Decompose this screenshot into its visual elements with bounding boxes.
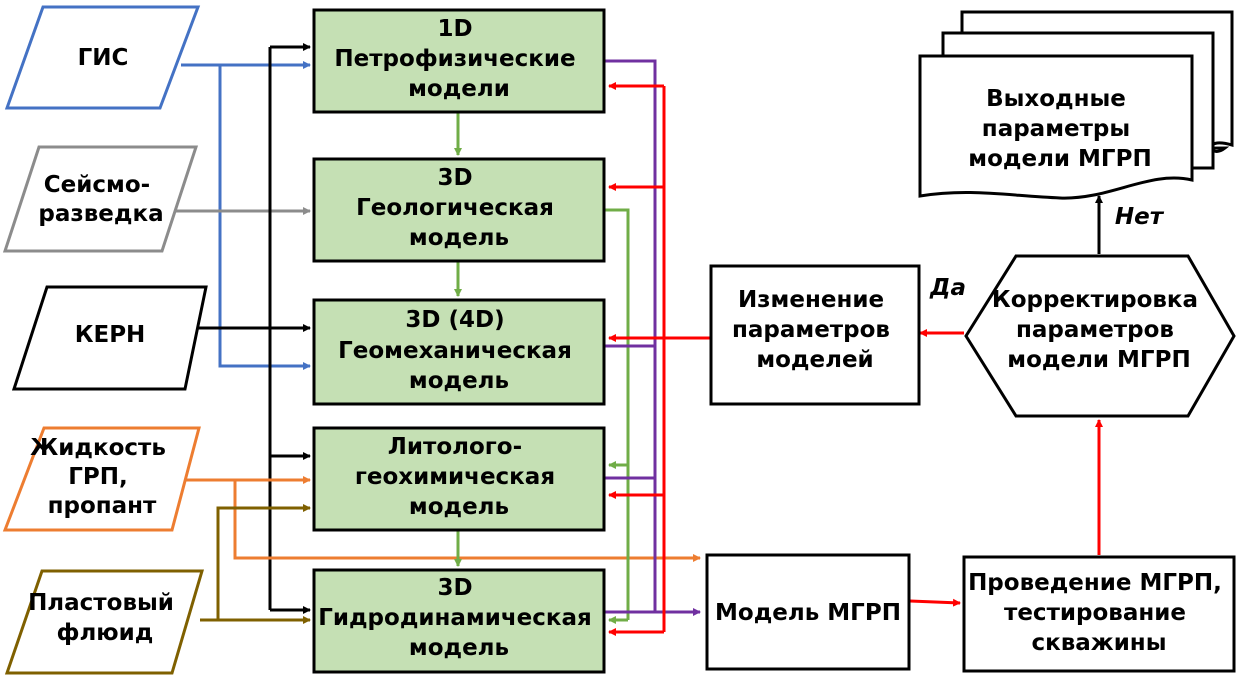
input-frac-fluid-shape <box>2 426 201 532</box>
process-correction-line-2: параметров <box>1016 317 1174 343</box>
geo-green-bus <box>604 208 630 620</box>
resfluid-to-litho-arrow <box>216 504 311 620</box>
process-correction-hexagon <box>964 254 1236 418</box>
input-frac-fluid-line-3: пропант <box>48 493 157 519</box>
edge-label-yes: Да <box>929 275 966 301</box>
connectors <box>164 43 1103 636</box>
input-seismic-line-1: Сейсмо- <box>44 172 150 198</box>
model-hydrodynamic-box <box>312 568 606 674</box>
model-hydrodynamic-line-1: 3D <box>437 575 472 601</box>
model-petrophysical: 1D Петрофизические модели <box>312 8 606 114</box>
mgrp-to-conduct-arrow <box>909 598 961 607</box>
model-geological-line-3: модель <box>409 225 509 251</box>
input-frac-fluid-line-2: ГРП, <box>68 464 128 490</box>
process-change-parameters-box <box>709 264 921 406</box>
input-gis-shape <box>4 5 201 110</box>
process-output-line-1: Выходные <box>986 86 1126 112</box>
svg-text:Литолого- геохимическая: Литолого- геохимическая модель <box>355 434 563 520</box>
process-conduct-line-2: тестирование <box>1004 600 1186 626</box>
process-conduct-line-1: Проведение МГРП, <box>968 570 1222 596</box>
svg-text:Выходные параметры: Выходные параметры модели МГРП <box>968 86 1151 172</box>
model-geological-line-2: Геологическая <box>356 195 554 221</box>
input-seismic-shape <box>2 145 199 253</box>
svg-text:3D Геологическая м: 3D Геологическая модель <box>356 165 562 251</box>
process-output-line-3: модели МГРП <box>968 146 1151 172</box>
svg-text:Изменение параметров: Изменение параметров моделей <box>732 287 898 373</box>
model-litho-geochemical-line-2: геохимическая <box>355 464 555 490</box>
process-correction: Корректировка параметров модели МГРП <box>964 254 1236 418</box>
process-change-line-3: моделей <box>756 347 873 373</box>
process-correction-line-3: модели МГРП <box>1007 347 1190 373</box>
model-petrophysical-box <box>312 8 606 114</box>
svg-text:Пластовый флюид: Пластовый флюид <box>28 590 182 646</box>
change-red-bus <box>662 86 711 632</box>
model-geomechanical-line-1: 3D (4D) <box>405 307 504 333</box>
process-correction-line-1: Корректировка <box>992 287 1198 313</box>
output-doc-front <box>918 54 1194 200</box>
input-gis-label: ГИС <box>78 45 129 71</box>
svg-text:Проведение МГРП, тестиро: Проведение МГРП, тестирование скважины <box>968 570 1230 656</box>
process-change-line-2: параметров <box>732 317 890 343</box>
process-conduct-mgrp-box <box>962 555 1236 673</box>
model-hydrodynamic-line-2: Гидродинамическая <box>318 605 592 631</box>
model-petrophysical-line-1: 1D <box>437 16 472 42</box>
process-output-documents: Выходные параметры модели МГРП <box>918 10 1234 200</box>
process-conduct-line-3: скважины <box>1031 630 1166 656</box>
model-geomechanical: 3D (4D) Геомеханическая модель <box>312 298 606 406</box>
model-petrophysical-line-3: модели <box>408 76 510 102</box>
svg-text:Сейсмо- разведка: Сейсмо- разведка <box>38 172 163 227</box>
svg-text:1D Петрофизические: 1D Петрофизические модели <box>334 16 583 102</box>
input-reservoir-fluid-line-2: флюид <box>57 620 154 646</box>
model-geological-line-1: 3D <box>437 165 472 191</box>
process-output-line-2: параметры <box>982 116 1130 142</box>
process-mgrp-model-label: Модель МГРП <box>715 600 901 626</box>
model-hydrodynamic: 3D Гидродинамическая модель <box>312 568 606 674</box>
model-geological-box <box>312 157 606 263</box>
svg-text:Корректировка параметров: Корректировка параметров модели МГРП <box>992 287 1206 373</box>
model-geological: 3D Геологическая модель <box>312 157 606 263</box>
input-core-label: КЕРН <box>75 322 146 348</box>
process-mgrp-model: Модель МГРП <box>705 553 911 671</box>
input-gis: ГИС <box>4 5 201 110</box>
model-geomechanical-line-3: модель <box>409 368 509 394</box>
svg-text:3D Гидродинамическая: 3D Гидродинамическая модель <box>318 575 600 661</box>
input-reservoir-fluid-line-1: Пластовый <box>28 590 174 616</box>
model-litho-geochemical: Литолого- геохимическая модель <box>312 426 606 532</box>
input-core-shape <box>11 285 208 391</box>
model-litho-geochemical-line-3: модель <box>409 494 509 520</box>
model-litho-geochemical-line-1: Литолого- <box>388 434 522 460</box>
process-mgrp-model-box <box>705 553 911 671</box>
svg-text:3D (4D) Геомеханическая: 3D (4D) Геомеханическая модель <box>338 307 580 394</box>
model-geomechanical-box <box>312 298 606 406</box>
input-reservoir-fluid-shape <box>4 569 205 675</box>
input-seismic: Сейсмо- разведка <box>2 145 199 253</box>
input-core: КЕРН <box>11 285 208 391</box>
model-petrophysical-line-2: Петрофизические <box>334 46 575 72</box>
process-conduct-mgrp: Проведение МГРП, тестирование скважины <box>962 555 1236 673</box>
fracfluid-to-mgrp-arrow <box>233 480 701 562</box>
model-hydrodynamic-line-3: модель <box>409 635 509 661</box>
model-litho-geochemical-box <box>312 426 606 532</box>
input-frac-fluid-line-1: Жидкость <box>30 435 166 461</box>
process-change-parameters: Изменение параметров моделей <box>709 264 921 406</box>
input-reservoir-fluid: Пластовый флюид <box>4 569 205 675</box>
model-geomechanical-line-2: Геомеханическая <box>338 338 572 364</box>
svg-text:Жидкость ГРП, проп: Жидкость ГРП, пропант <box>30 435 174 519</box>
input-seismic-line-2: разведка <box>38 201 163 227</box>
process-change-line-1: Изменение <box>738 287 884 313</box>
input-frac-fluid: Жидкость ГРП, пропант <box>2 426 201 532</box>
petro-purple-bus <box>604 59 657 612</box>
edge-label-no: Нет <box>1115 204 1165 230</box>
gis-to-geomech-arrow <box>218 65 311 370</box>
